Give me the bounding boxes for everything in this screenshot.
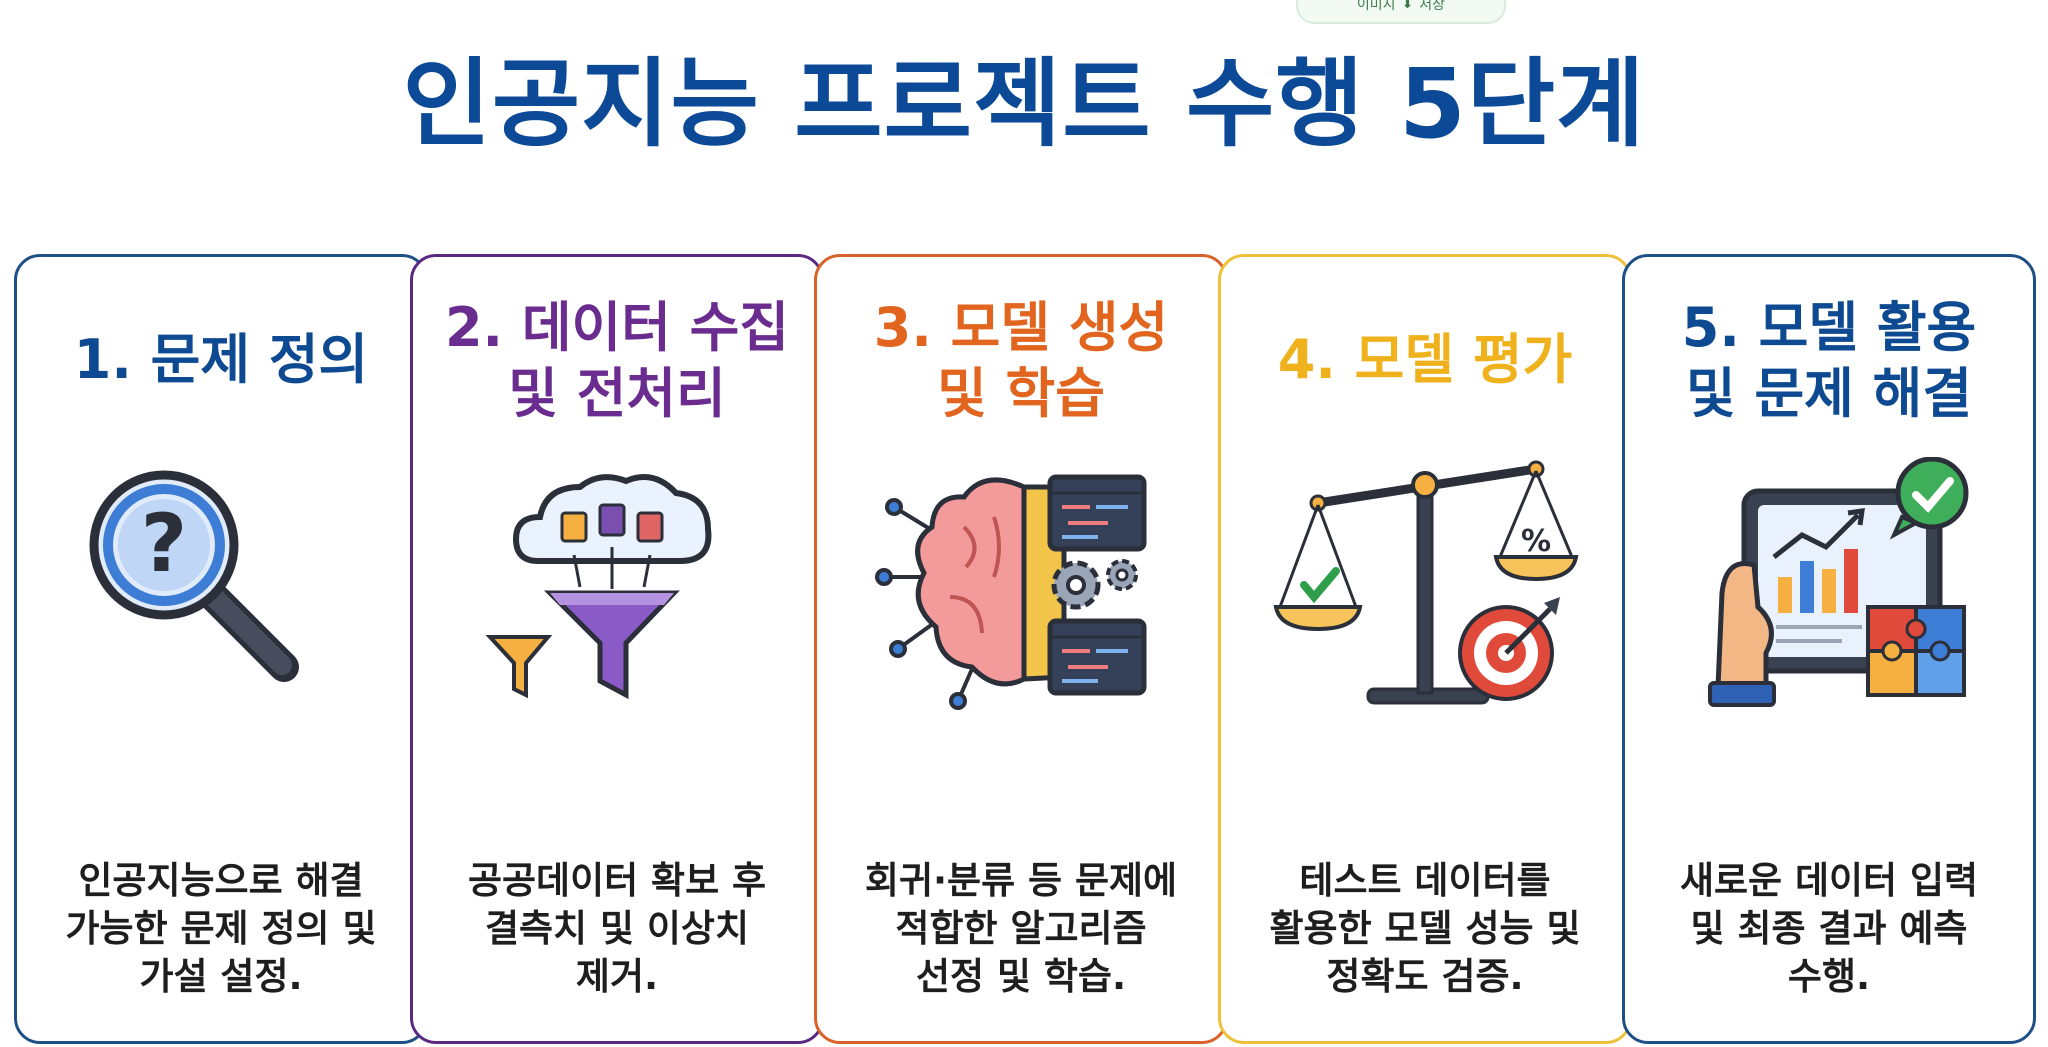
desc-line: 가설 설정. [139,955,303,998]
scale-target-icon: % [1273,460,1579,705]
cloud-funnel-icon [485,474,712,700]
step-card-1: 1. 문제 정의 ? 인공지능으로 해결 가능한 문제 정의 및 가설 설정. [14,254,428,1044]
magnifier-question-icon: ? [89,470,299,682]
tablet-chart-puzzle-icon [1708,457,1969,707]
step-title-line: 1. 문제 정의 [73,328,369,391]
save-image-label: 이미지 [1356,0,1396,13]
step-card-3: 3. 모델 생성 및 학습 회귀·분류 등 문제에 적합한 알고리즘 선정 및 … [814,254,1228,1044]
step-card-5: 5. 모델 활용 및 문제 해결 새로운 데이터 입력 및 최종 결과 예측 수… [1622,254,2036,1044]
desc-line: 선정 및 학습. [915,955,1127,998]
svg-text:%: % [1521,524,1551,559]
step-title-line: 2. 데이터 수집 [444,296,790,359]
desc-line: 수행. [1787,955,1871,998]
desc-line: 테스트 데이터를 [1299,859,1551,902]
step-title: 3. 모델 생성 및 학습 [817,295,1225,427]
step-title-line: 3. 모델 생성 [873,296,1169,359]
desc-line: 및 최종 결과 예측 [1690,907,1968,950]
brain-code-gears-icon [875,474,1147,710]
step-description: 인공지능으로 해결 가능한 문제 정의 및 가설 설정. [37,857,405,1001]
step-title-line: 5. 모델 활용 [1681,296,1977,359]
desc-line: 제거. [575,955,659,998]
step-title-line: 및 전처리 [508,362,726,425]
step-title: 1. 문제 정의 [17,327,425,393]
desc-line: 활용한 모델 성능 및 [1269,907,1581,950]
desc-line: 공공데이터 확보 후 [467,859,767,902]
desc-line: 적합한 알고리즘 [895,907,1147,950]
save-image-button[interactable]: 이미지 ⬇ 저장 [1296,0,1506,24]
step-card-4: 4. 모델 평가 % 테스트 데이터를 활용한 모델 성능 및 정확도 검증. [1218,254,1632,1044]
step-description: 공공데이터 확보 후 결측치 및 이상치 제거. [433,857,801,1001]
save-label: 저장 [1419,0,1446,13]
desc-line: 가능한 문제 정의 및 [65,907,377,950]
desc-line: 인공지능으로 해결 [78,859,364,902]
download-icon: ⬇ [1401,0,1414,12]
desc-line: 정확도 검증. [1326,955,1524,998]
step-title-line: 및 학습 [937,362,1105,425]
svg-text:?: ? [141,497,187,590]
step-description: 테스트 데이터를 활용한 모델 성능 및 정확도 검증. [1241,857,1609,1001]
page-title: 인공지능 프로젝트 수행 5단계 [402,48,1646,160]
step-description: 회귀·분류 등 문제에 적합한 알고리즘 선정 및 학습. [837,857,1205,1001]
desc-line: 새로운 데이터 입력 [1679,859,1979,902]
step-title: 5. 모델 활용 및 문제 해결 [1625,295,2033,427]
step-title: 2. 데이터 수집 및 전처리 [413,295,821,427]
step-title-line: 및 문제 해결 [1686,362,1972,425]
step-title-line: 4. 모델 평가 [1277,328,1573,391]
step-description: 새로운 데이터 입력 및 최종 결과 예측 수행. [1645,857,2013,1001]
desc-line: 결측치 및 이상치 [484,907,750,950]
step-card-2: 2. 데이터 수집 및 전처리 공공데이터 확보 후 결측치 및 이상치 제거. [410,254,824,1044]
desc-line: 회귀·분류 등 문제에 [864,859,1178,902]
step-title: 4. 모델 평가 [1221,327,1629,393]
